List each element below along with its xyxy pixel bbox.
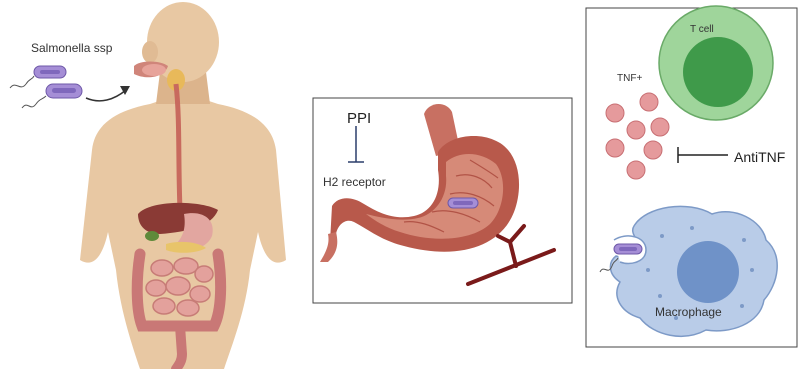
t-cell-label: T cell	[690, 25, 714, 35]
h2-receptor-label: H2 receptor	[323, 176, 386, 188]
t-cell-icon	[659, 6, 773, 120]
macrophage-label: Macrophage	[655, 306, 722, 318]
ppi-label: PPI	[347, 111, 371, 126]
salmonella-label: Salmonella ssp	[31, 42, 112, 54]
human-torso-icon	[80, 2, 286, 369]
anti-tnf-label: AntiTNF	[734, 150, 785, 164]
tnf-plus-label: TNF+	[617, 74, 642, 84]
arrow-icon	[86, 86, 130, 101]
bacterium-icon	[22, 84, 82, 108]
